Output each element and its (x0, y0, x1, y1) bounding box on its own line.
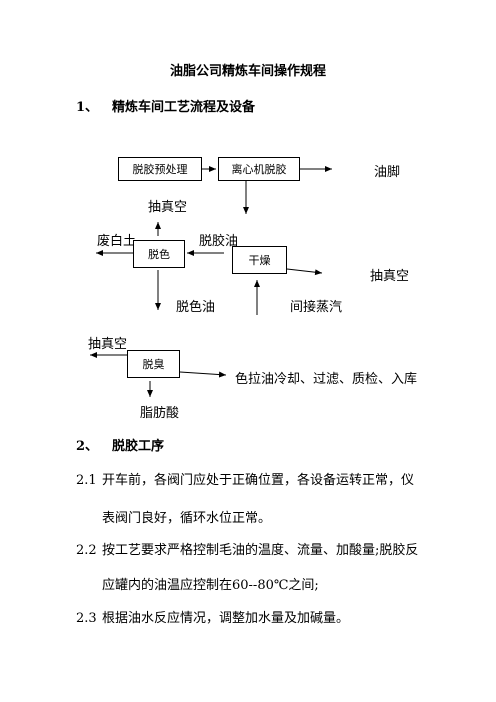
arrow-deodor-to-final (179, 371, 227, 378)
box-bleaching: 脱色 (133, 240, 185, 268)
box-drying: 干燥 (232, 246, 287, 274)
item-2-1-line2: 表阀门良好，循环水位正常。 (102, 511, 272, 526)
section-1-title: 精炼车间工艺流程及设备 (112, 100, 256, 115)
section-2-number: 2、 (76, 439, 99, 454)
label-vacuum-right: 抽真空 (370, 269, 410, 284)
label-final-processing: 色拉油冷却、过滤、质检、入库 (235, 372, 418, 387)
label-vacuum-left: 抽真空 (88, 337, 128, 352)
box-degumming-pretreatment: 脱胶预处理 (118, 157, 202, 181)
item-2-2-line2: 应罐内的油温应控制在60--80℃之间; (102, 578, 319, 593)
item-2-3-line1: 根据油水反应情况，调整加水量及加碱量。 (102, 611, 350, 626)
label-fatty-acid: 脂肪酸 (140, 406, 180, 421)
item-2-3-number: 2.3 (76, 611, 97, 626)
item-2-1-line1: 开车前，各阀门应处于正确位置，各设备运转正常，仪 (102, 473, 415, 488)
section-1-number: 1、 (76, 100, 99, 115)
section-2-title: 脱胶工序 (112, 439, 165, 454)
arrow-dry-to-vacuum (286, 268, 323, 276)
item-2-2-number: 2.2 (76, 543, 97, 558)
box-centrifuge-degumming: 离心机脱胶 (218, 157, 300, 181)
item-2-2-line1: 按工艺要求严格控制毛油的温度、流量、加酸量;脱胶反 (102, 543, 419, 558)
label-vacuum-top: 抽真空 (148, 200, 188, 215)
label-waste-clay: 废白土 (97, 234, 137, 249)
label-oil-foot: 油脚 (374, 165, 401, 180)
box-deodorization: 脱臭 (127, 350, 180, 378)
item-2-1-number: 2.1 (76, 473, 97, 488)
label-degummed-oil: 脱胶油 (199, 234, 239, 249)
label-indirect-steam: 间接蒸汽 (290, 300, 343, 315)
page-title: 油脂公司精炼车间操作规程 (169, 64, 326, 79)
label-bleached-oil: 脱色油 (176, 300, 216, 315)
